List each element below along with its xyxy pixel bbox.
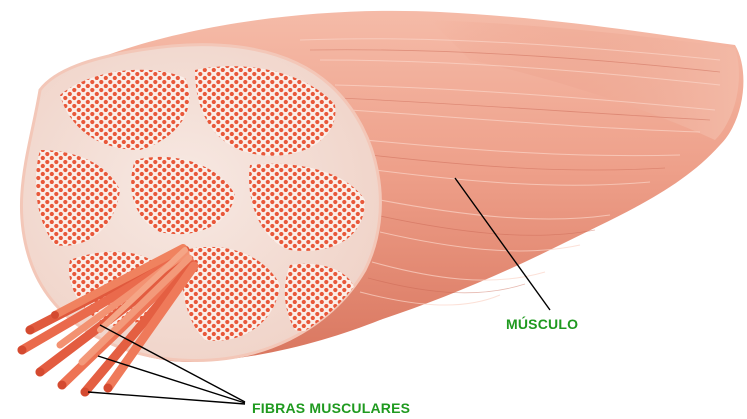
label-muscle: MÚSCULO	[506, 316, 578, 332]
leader-line-fiber-3	[88, 392, 245, 404]
label-muscle-fibers: FIBRAS MUSCULARES	[252, 400, 410, 416]
muscle-cross-section	[21, 45, 380, 361]
